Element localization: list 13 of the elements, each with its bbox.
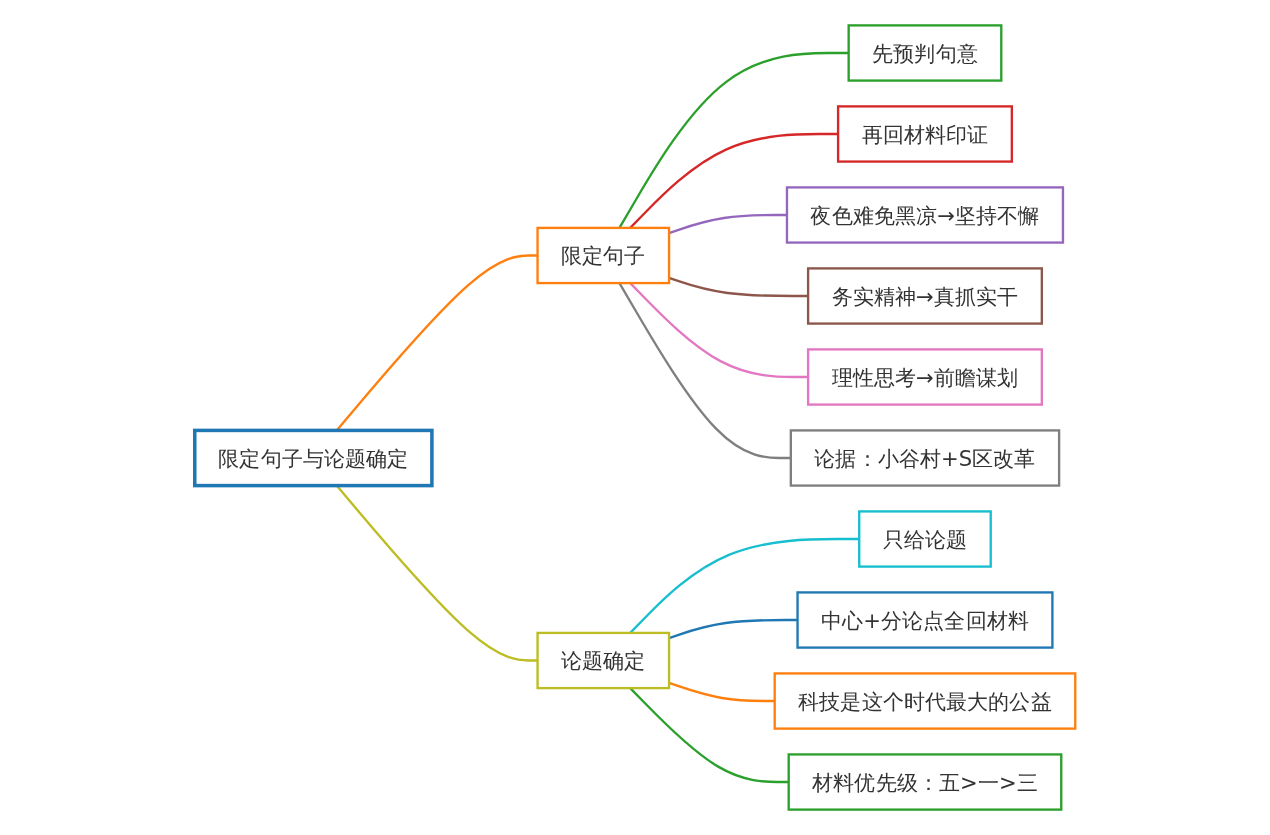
mindmap-node: 再回材料印证 [836, 105, 1014, 163]
mindmap-node: 先预判句意 [847, 24, 1003, 82]
mindmap-node: 限定句子与论题确定 [193, 428, 434, 488]
mindmap-node: 理性思考→前瞻谋划 [806, 348, 1043, 406]
mindmap-node: 论据：小谷村+S区改革 [789, 429, 1061, 487]
mindmap-node: 务实精神→真抓实干 [806, 267, 1043, 325]
mindmap-node: 夜色难免黑凉→坚持不懈 [785, 186, 1065, 244]
mindmap-node: 限定句子 [536, 226, 671, 285]
mindmap-node: 中心+分论点全回材料 [796, 591, 1054, 649]
mindmap-node: 论题确定 [536, 631, 671, 690]
mindmap-node: 只给论题 [858, 510, 992, 568]
mindmap-node: 材料优先级：五>一>三 [787, 753, 1063, 811]
mindmap-node: 科技是这个时代最大的公益 [773, 672, 1077, 730]
